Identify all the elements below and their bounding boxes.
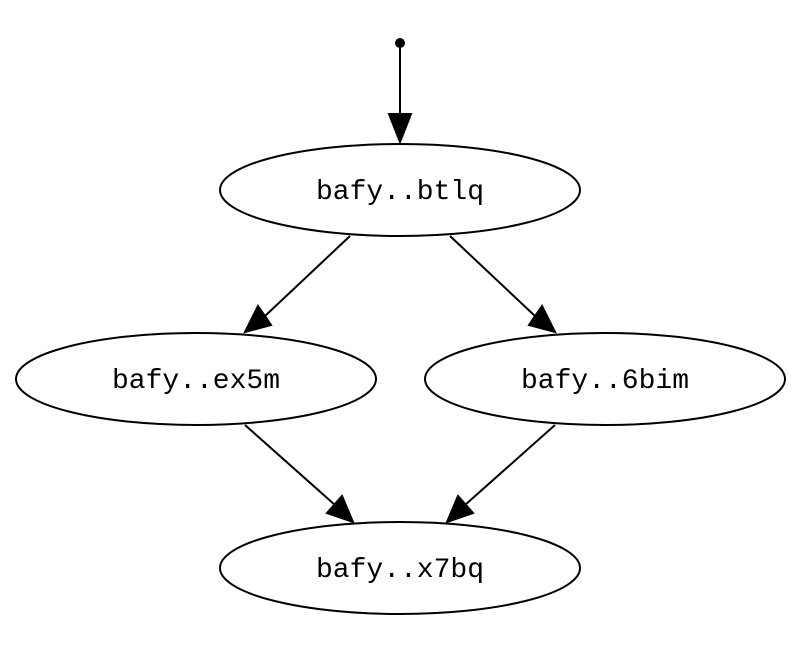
edge-top-to-right	[449, 235, 557, 334]
arrowhead	[325, 494, 355, 524]
start-point	[395, 38, 405, 48]
edge-top-to-left	[243, 235, 351, 334]
arrowhead	[387, 113, 413, 145]
arrowhead	[445, 494, 475, 524]
node-top-label: bafy..btlq	[316, 177, 484, 208]
node-bottom-label: bafy..x7bq	[316, 555, 484, 586]
arrowhead	[527, 304, 557, 334]
edge-start-to-top	[387, 48, 413, 145]
node-top[interactable]: bafy..btlq	[219, 143, 581, 237]
edge-left-to-bottom	[244, 424, 355, 524]
node-right[interactable]: bafy..6bim	[424, 332, 786, 426]
node-bottom[interactable]: bafy..x7bq	[219, 521, 581, 615]
node-left-label: bafy..ex5m	[112, 366, 280, 397]
node-left[interactable]: bafy..ex5m	[15, 332, 377, 426]
node-right-label: bafy..6bim	[521, 366, 689, 397]
edge-right-to-bottom	[445, 424, 556, 524]
arrowhead	[243, 304, 273, 334]
